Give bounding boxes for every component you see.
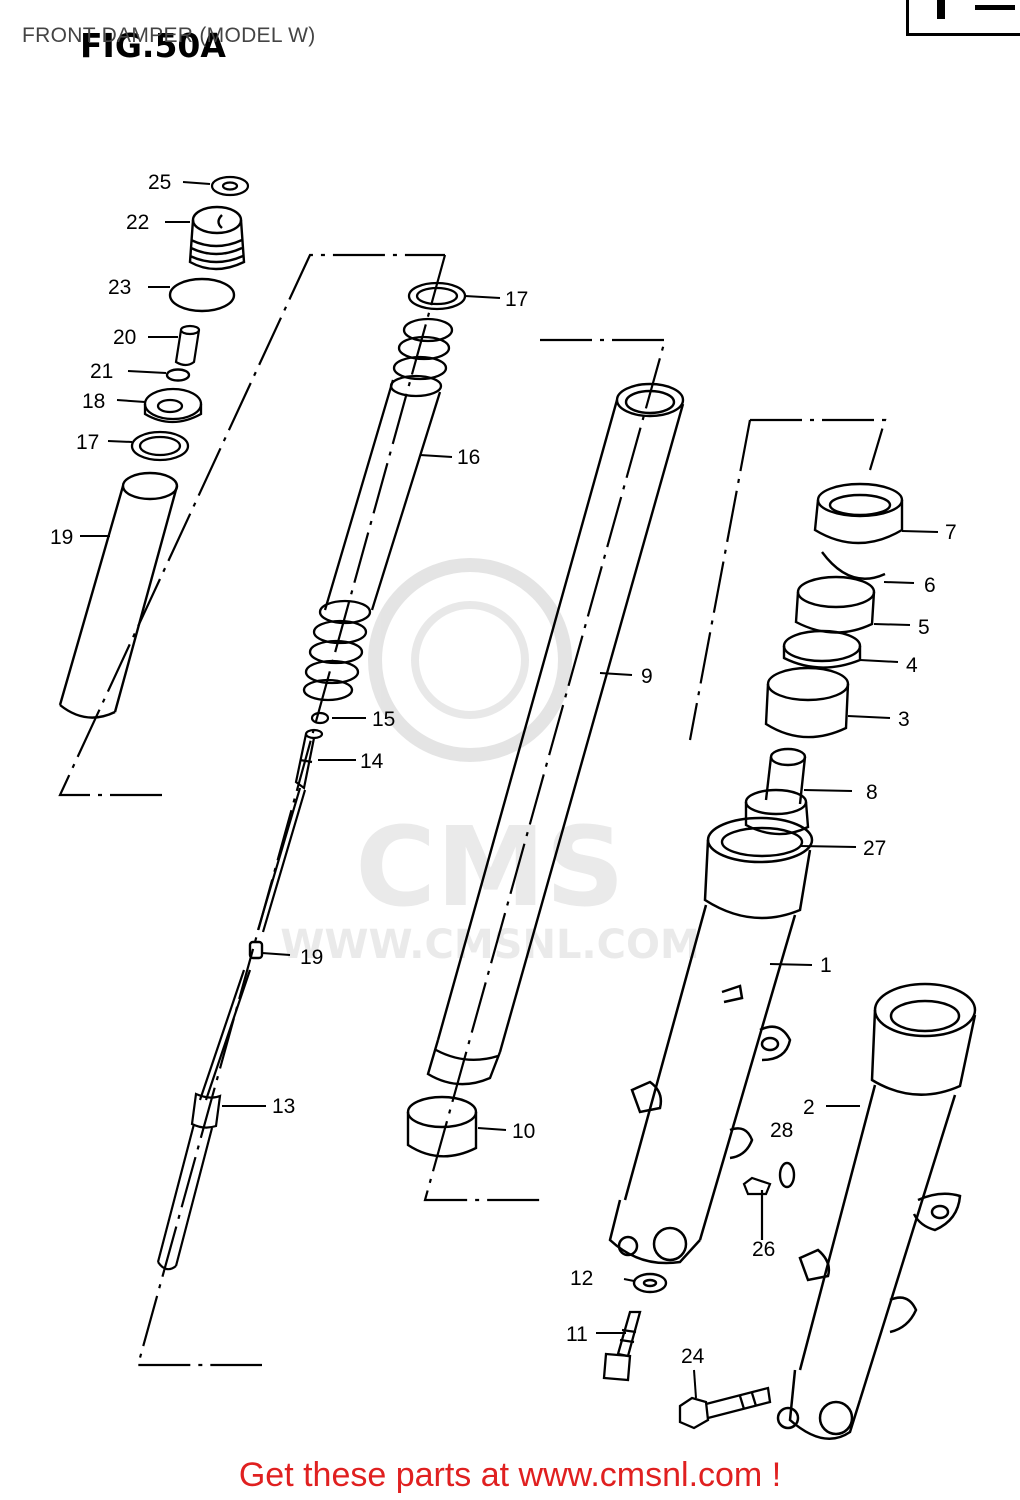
watermark-mascot-face [411, 601, 529, 719]
part-17-washer-left [130, 430, 190, 462]
callout-18: 19 [50, 526, 73, 549]
part-27-bleed-screw [742, 1176, 772, 1240]
part-21-adjuster [174, 324, 201, 367]
part-18-spacer-tube [58, 471, 179, 719]
part-15-o-ring [310, 711, 330, 725]
alignment-frame-innertube [423, 338, 667, 1202]
part-13-damper-rod [156, 969, 252, 1271]
callout-1: 1 [820, 954, 832, 977]
part-12-gasket [632, 1272, 668, 1294]
watermark-mascot-head [368, 558, 572, 762]
callout-19: 18 [82, 390, 105, 413]
part-2-outer-tube [776, 982, 977, 1440]
part-22-ring [165, 368, 191, 382]
part-3-guide-bushing [764, 666, 850, 739]
part-24-o-ring [168, 277, 236, 313]
callout-10: 10 [512, 1120, 535, 1143]
part-14-rod-end [256, 728, 324, 933]
cms-watermark: CMS WWW.CMSNL.COM [280, 558, 700, 968]
page-tab-dash [975, 5, 1015, 10]
part-11-damper-bolt [602, 1310, 642, 1382]
part-5-oil-seal [794, 575, 876, 634]
part-callouts: 25 22 23 20 21 18 17 19 17 16 15 14 19 1… [50, 171, 957, 1368]
callout-27: 26 [752, 1238, 775, 1261]
part-10-bushing [406, 1095, 478, 1158]
figure-number: FIG.50A [80, 26, 226, 65]
callout-9: 9 [641, 665, 653, 688]
part-25-pinch-bolt [678, 1386, 772, 1430]
callout-15: 15 [372, 708, 395, 731]
page-title: FRONT DAMPER (MODEL W) [22, 24, 316, 47]
part-26-washer [210, 175, 250, 197]
callout-22: 21 [90, 360, 113, 383]
callout-11: 11 [566, 1323, 588, 1346]
callout-26: 25 [148, 171, 171, 194]
part-28-ring [720, 826, 804, 858]
callout-5: 5 [918, 616, 930, 639]
callout-2: 2 [803, 1096, 815, 1119]
alignment-frame-damper [136, 254, 447, 1367]
callout-28: 27 [863, 837, 886, 860]
callout-4: 4 [906, 654, 918, 677]
leader-lines [80, 181, 939, 1399]
part-8-cylinder [744, 747, 810, 836]
callout-29: 28 [770, 1119, 793, 1142]
part-29-washer [778, 1161, 796, 1189]
part-9-inner-tube [426, 382, 685, 1086]
callout-6: 6 [924, 574, 936, 597]
part-4-washer [782, 629, 862, 669]
callout-8: 8 [866, 781, 878, 804]
callout-16: 16 [457, 446, 480, 469]
alignment-frame-outer [750, 418, 887, 471]
page-tab-bar [937, 0, 945, 19]
watermark-brand: CMS [355, 803, 624, 931]
part-1-outer-tube [608, 816, 814, 1265]
buy-parts-link[interactable]: Get these parts at www.cmsnl.com ! [238, 1456, 782, 1494]
callout-13: 13 [272, 1095, 295, 1118]
callout-23: 22 [126, 211, 149, 234]
callout-24: 23 [108, 276, 131, 299]
callout-17-left: 17 [76, 431, 99, 454]
part-6-stopper-ring [821, 551, 886, 580]
alignment-line-outer-down [688, 419, 752, 741]
callout-14: 14 [360, 750, 384, 773]
part-17-washer-top [407, 281, 467, 311]
part-20-sleeve [248, 940, 264, 960]
part-19-seat [143, 387, 203, 424]
callout-7: 7 [945, 521, 957, 544]
callout-20: 19 [300, 946, 323, 969]
part-7-dust-seal [813, 482, 904, 545]
callout-21: 20 [113, 326, 136, 349]
page-tab-marker [906, 0, 1020, 36]
alignment-frame-left [58, 253, 445, 797]
callout-25: 24 [681, 1345, 705, 1368]
watermark-url: WWW.CMSNL.COM [280, 922, 700, 968]
callout-17-top: 17 [505, 288, 528, 311]
callout-3: 3 [898, 708, 910, 731]
part-16-fork-spring [302, 317, 454, 702]
callout-12: 12 [570, 1267, 593, 1290]
part-23-cap-bolt [188, 205, 246, 271]
